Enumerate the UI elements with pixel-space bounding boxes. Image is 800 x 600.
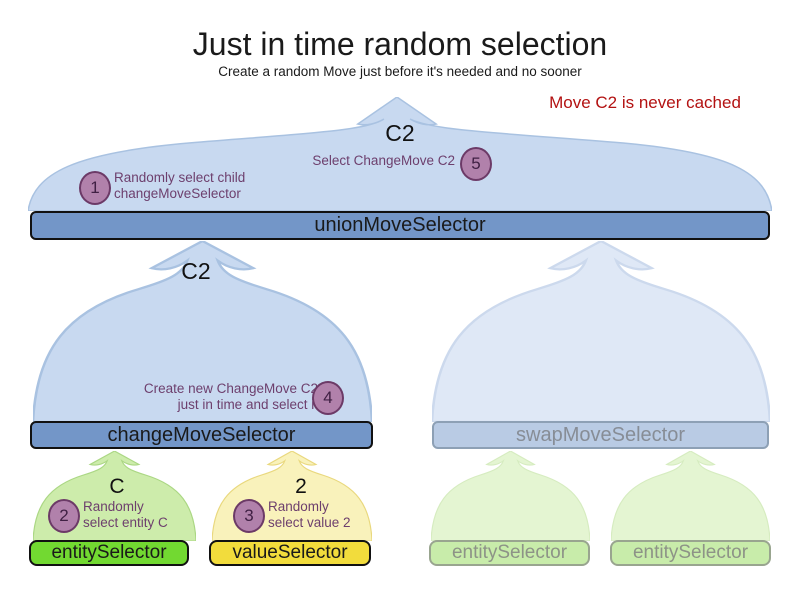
entity-selector-label: entitySelector — [51, 542, 167, 563]
value-selector-label: valueSelector — [232, 542, 348, 563]
faded-entity-selector-box-1: entitySelector — [429, 540, 590, 566]
union-move-selector-box: unionMoveSelector — [30, 211, 770, 240]
step1-note-line2: changeMoveSelector — [114, 186, 241, 201]
swap-funnel-arrow-shape — [432, 241, 770, 422]
never-cached-annotation: Move C2 is never cached — [549, 93, 741, 112]
union-funnel-arrow-shape — [28, 97, 772, 211]
step1-note-line1: Randomly select child — [114, 170, 246, 185]
step5-badge: 5 — [460, 147, 492, 181]
move-label-c2-top: C2 — [385, 120, 415, 146]
swap-move-selector-label: swapMoveSelector — [516, 423, 685, 446]
faded-entity-funnel-arrow-shape-2 — [611, 451, 770, 541]
change-move-selector-box: changeMoveSelector — [30, 421, 373, 449]
arrow-up-icon — [431, 451, 590, 541]
step3-badge: 3 — [233, 499, 265, 533]
arrow-up-icon — [611, 451, 770, 541]
step2-note-line1: Randomly — [83, 499, 144, 514]
step2-note-line2: select entity C — [83, 515, 168, 530]
move-label-entity-c: C — [109, 475, 125, 498]
move-label-value-2: 2 — [295, 475, 307, 498]
entity-selector-box: entitySelector — [29, 540, 189, 566]
page-subtitle: Create a random Move just before it's ne… — [218, 64, 582, 79]
step3-note-line1: Randomly — [268, 499, 329, 514]
step2-note: Randomly select entity C — [83, 499, 193, 531]
step4-note-line1: Create new ChangeMove C2 — [143, 381, 318, 396]
step4-note: Create new ChangeMove C2 just in time an… — [120, 381, 318, 413]
step3-note-line2: select value 2 — [268, 515, 351, 530]
step1-badge: 1 — [79, 171, 111, 205]
arrow-up-icon — [33, 241, 372, 422]
faded-entity-selector-label-1: entitySelector — [451, 542, 568, 563]
step5-note: Select ChangeMove C2 — [312, 153, 455, 168]
arrow-up-icon — [28, 97, 772, 211]
faded-entity-selector-box-2: entitySelector — [610, 540, 771, 566]
faded-entity-selector-label-2: entitySelector — [632, 542, 749, 563]
move-label-c2-mid: C2 — [181, 258, 211, 284]
swap-move-selector-box: swapMoveSelector — [432, 421, 769, 449]
step1-note: Randomly select child changeMoveSelector — [114, 170, 304, 202]
faded-entity-funnel-arrow-shape-1 — [431, 451, 590, 541]
union-move-selector-label: unionMoveSelector — [314, 214, 486, 236]
change-funnel-arrow-shape — [33, 241, 372, 422]
step4-note-line2: just in time and select it — [177, 397, 318, 412]
step2-badge: 2 — [48, 499, 80, 533]
step3-note: Randomly select value 2 — [268, 499, 378, 531]
value-selector-box: valueSelector — [209, 540, 371, 566]
page-title: Just in time random selection — [192, 26, 608, 62]
step4-badge: 4 — [312, 381, 344, 415]
change-move-selector-label: changeMoveSelector — [107, 423, 296, 446]
arrow-up-icon — [432, 241, 770, 422]
